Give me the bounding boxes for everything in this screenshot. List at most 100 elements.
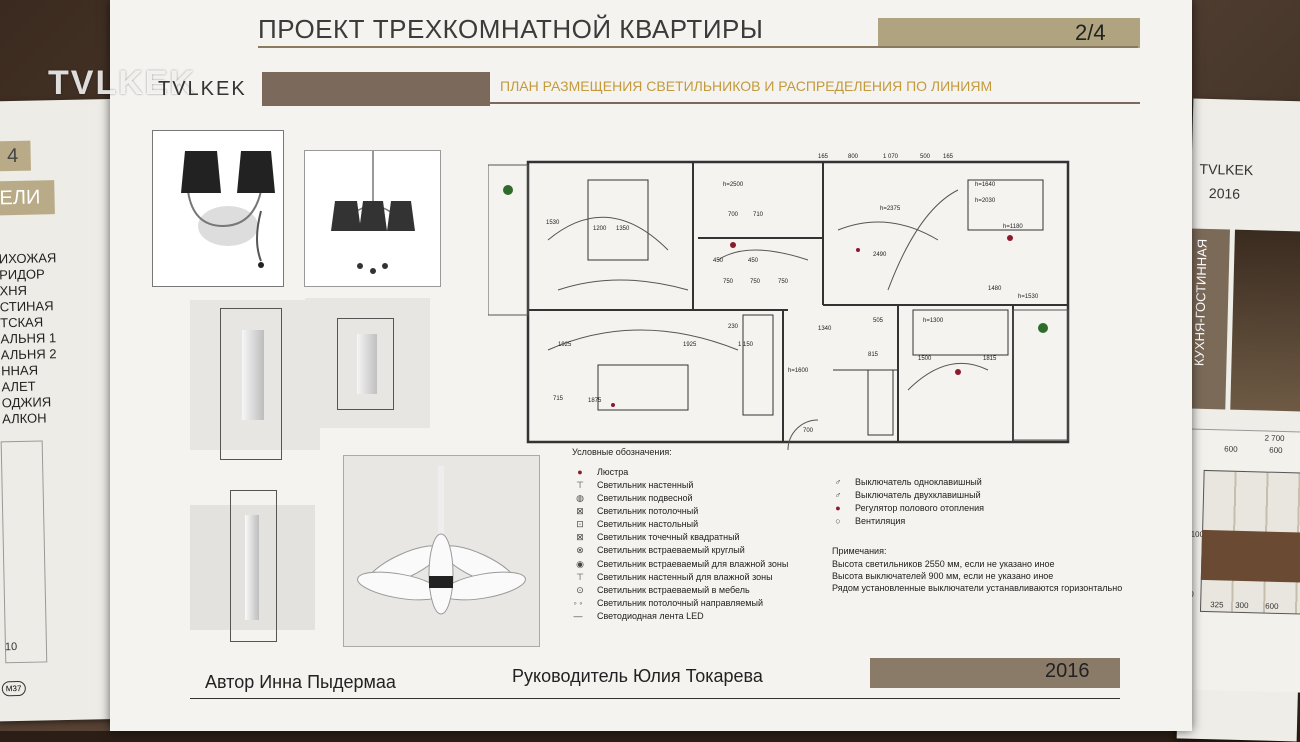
legend-label: Выключатель одноклавишный xyxy=(855,477,982,487)
dim-label: 600 xyxy=(1224,444,1238,454)
plan-dim: 1 070 xyxy=(883,154,899,160)
title-underline xyxy=(258,46,1138,48)
brand-logo: TVLKEK xyxy=(158,78,247,100)
legend-label: Выключатель двухклавишный xyxy=(855,490,981,500)
legend-label: Светильник встраеваемый в мебель xyxy=(597,585,750,595)
kitchen-photo xyxy=(1230,229,1300,412)
cabinet-base xyxy=(1200,529,1300,583)
room-item: ННАЯ xyxy=(1,362,39,379)
legend-label: Светильник потолочный направляемый xyxy=(597,598,763,608)
plan-dim: 815 xyxy=(868,352,879,358)
dim-label: 600 xyxy=(1269,445,1283,455)
plan-dim: 1 150 xyxy=(738,342,754,348)
poster-subtitle: ПЛАН РАЗМЕЩЕНИЯ СВЕТИЛЬНИКОВ И РАСПРЕДЕЛ… xyxy=(500,78,993,94)
page-number: 2/4 xyxy=(1075,20,1106,45)
plan-dim: h=1180 xyxy=(1003,224,1023,230)
left-plan-fragment xyxy=(0,440,48,664)
room-item: ИХОЖАЯ xyxy=(0,250,57,267)
legend-label: Люстра xyxy=(597,467,629,477)
author-credit: Автор Инна Пыдермаа xyxy=(205,672,396,692)
room-item: РИДОР xyxy=(0,266,45,283)
petal-chandelier-icon xyxy=(357,466,526,615)
plan-dim: 750 xyxy=(723,279,734,285)
legend-label: Светильник точечный квадратный xyxy=(597,532,740,542)
single-switch-legend-icon: ♂ xyxy=(834,477,842,487)
room-list: ИХОЖАЯ РИДОР ХНЯ СТИНАЯ ТСКАЯ АЛЬНЯ 1 АЛ… xyxy=(0,250,60,427)
poster-year: 2016 xyxy=(1045,660,1090,682)
legend-label: Светильник подвесной xyxy=(597,493,693,503)
floor-heating-legend-icon: ● xyxy=(835,503,841,513)
petal-chandelier-image xyxy=(343,455,540,647)
plan-dim: 1925 xyxy=(683,342,697,348)
room-item: ХНЯ xyxy=(0,282,28,299)
plan-dim: h=2030 xyxy=(975,198,996,204)
chandelier-icon xyxy=(331,151,415,274)
furniture-lamp-legend-icon: ⊙ xyxy=(576,585,584,595)
plan-dim: h=2500 xyxy=(723,182,744,188)
room-item: ОДЖИЯ xyxy=(1,394,52,411)
legend-label: Светильник настольный xyxy=(597,519,699,529)
table-lamp-legend-icon: ⊡ xyxy=(576,519,584,529)
plan-dim: 230 xyxy=(728,324,739,330)
kitchen-elevation: 2 700 600 600 2 100 580 325 300 600 xyxy=(1177,428,1300,693)
square-spot-legend-icon: ⊠ xyxy=(576,532,584,542)
plan-dim: 715 xyxy=(553,396,564,402)
left-sheet-number: 10 xyxy=(4,641,18,654)
dim-label: 2 700 xyxy=(1264,433,1285,444)
floor-plan: 165 800 1 070 500 165 1200 1350 1530 192… xyxy=(488,154,1070,450)
right-board: TVLKEK 2016 КУХНЯ-ГОСТИННАЯ 2 700 600 60… xyxy=(1176,98,1300,742)
plan-dim: 700 xyxy=(728,212,739,218)
notes-title: Примечания: xyxy=(832,546,887,556)
plan-dim: 1925 xyxy=(558,342,572,348)
left-board-header: ЕЛИ xyxy=(0,180,55,216)
supervisor-credit: Руководитель Юлия Токарева xyxy=(512,666,763,686)
led-strip-legend-icon: — xyxy=(573,611,583,621)
plan-dim: 450 xyxy=(713,258,724,264)
note-line: Высота светильников 2550 мм, если не ука… xyxy=(832,559,1055,569)
plan-dim: 1815 xyxy=(983,356,997,362)
legend-label: Вентиляция xyxy=(855,516,906,526)
plan-dim: 1480 xyxy=(988,286,1002,292)
legend-title: Условные обозначения: xyxy=(572,447,672,457)
room-item: АЛЕТ xyxy=(1,378,36,395)
legend-label: Светодиодная лента LED xyxy=(597,611,704,621)
wet-wall-legend-icon: ⊤ xyxy=(576,572,584,582)
right-board-year: 2016 xyxy=(1208,184,1241,202)
brand-bar xyxy=(262,72,490,106)
ventilation-legend-icon: ○ xyxy=(835,516,841,526)
legend-label: Светильник потолочный xyxy=(597,506,699,516)
wall-sconce-icon xyxy=(181,151,275,268)
round-recessed-legend-icon: ⊗ xyxy=(576,545,584,555)
dim-label: 325 xyxy=(1210,600,1224,610)
year-box xyxy=(870,658,1120,688)
room-item: АЛЬНЯ 2 xyxy=(0,346,57,363)
plan-dim: h=1600 xyxy=(788,368,809,374)
stamp: М37 xyxy=(1,680,26,697)
dim-label: 600 xyxy=(1265,601,1279,611)
poster-title: ПРОЕКТ ТРЕХКОМНАТНОЙ КВАРТИРЫ xyxy=(258,14,764,44)
plan-dim: 1500 xyxy=(918,356,932,362)
dim-label: 300 xyxy=(1235,600,1249,611)
plan-dim: 165 xyxy=(818,154,829,160)
plan-dim: 450 xyxy=(748,258,759,264)
room-item: ТСКАЯ xyxy=(0,314,44,331)
plan-dim: h=1640 xyxy=(975,182,996,188)
plan-dim: h=2375 xyxy=(880,206,901,212)
track-light-legend-icon: ◦ ◦ xyxy=(573,598,583,608)
ceiling-lamp-legend-icon: ⊠ xyxy=(576,506,584,516)
chandelier-legend-icon: ● xyxy=(577,467,583,477)
plan-dim: 1340 xyxy=(818,326,832,332)
legend-label: Светильник настенный для влажной зоны xyxy=(597,572,773,582)
plan-dim: 165 xyxy=(943,154,954,160)
watermark-logo: TVLKEK xyxy=(48,64,196,102)
plan-dim: 500 xyxy=(920,154,931,160)
plan-dim: 2490 xyxy=(873,252,887,258)
plan-dim: h=1530 xyxy=(1018,294,1039,300)
plan-dim: 800 xyxy=(848,154,859,160)
plan-dim: 1200 xyxy=(593,226,607,232)
pendant-square-icon xyxy=(242,330,264,420)
wet-recessed-legend-icon: ◉ xyxy=(576,559,584,569)
note-line: Рядом установленные выключатели устанавл… xyxy=(832,583,1123,593)
wall-lamp-legend-icon: ⊤ xyxy=(576,480,584,490)
footer-line xyxy=(190,698,1120,699)
